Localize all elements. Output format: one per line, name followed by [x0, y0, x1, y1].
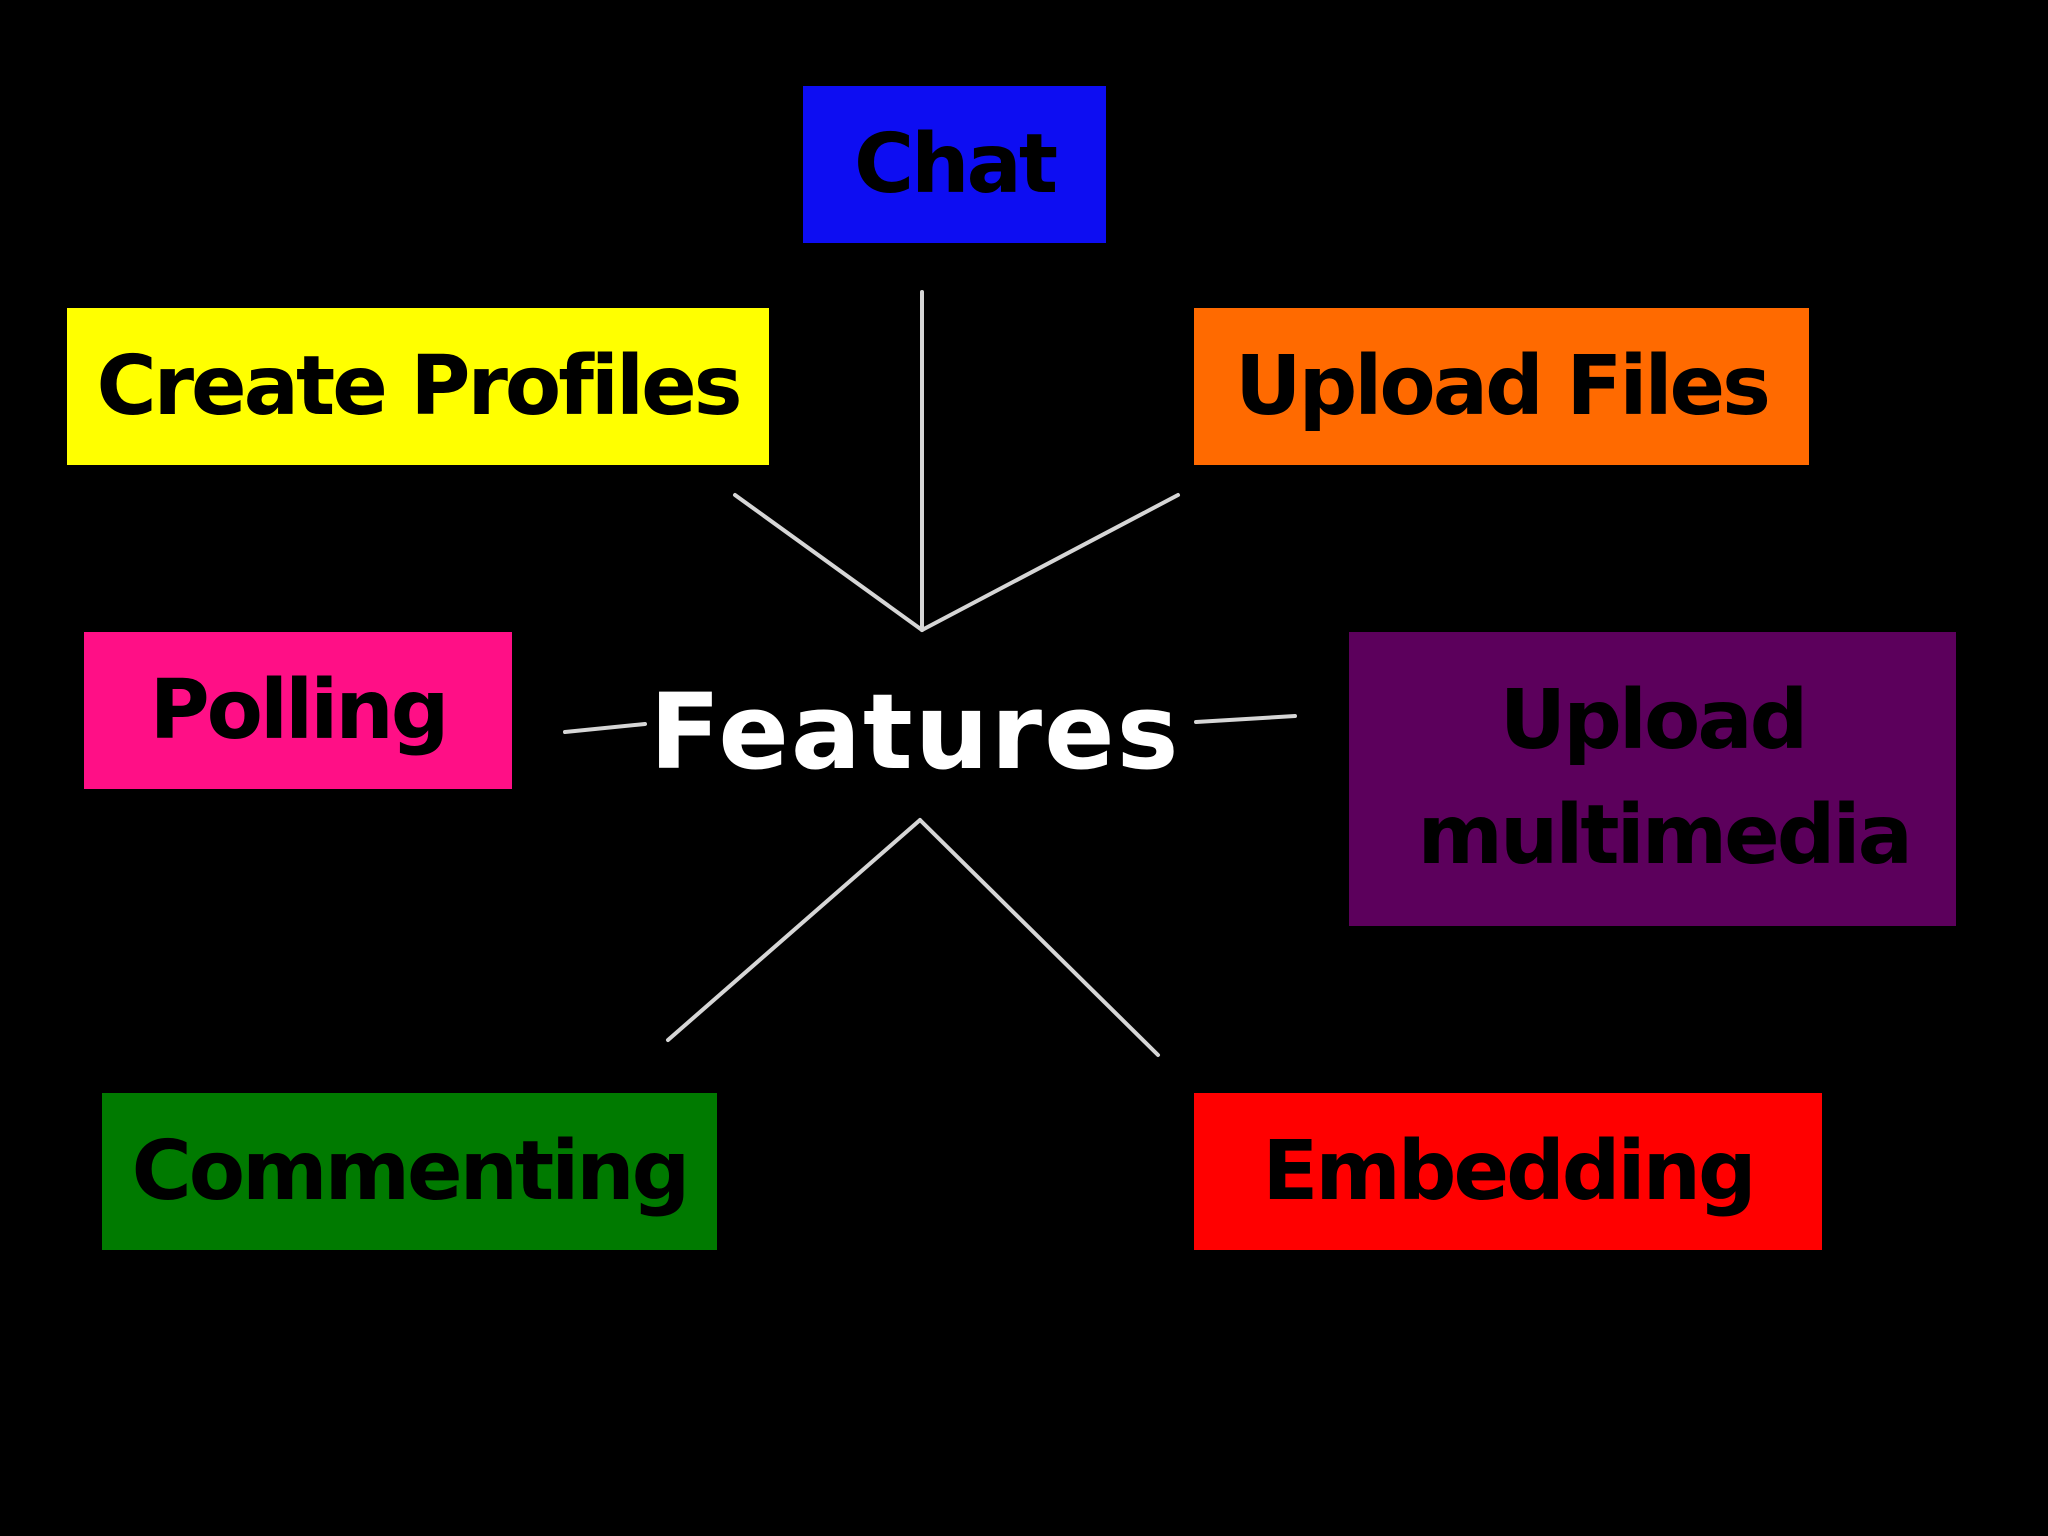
connector-upload-files [920, 493, 1180, 632]
connector-create-profiles [733, 493, 924, 632]
node-label-create-profiles: Create Profiles [96, 338, 742, 434]
center-node-features: Features [649, 671, 1181, 793]
connector-upload-multimedia [1194, 714, 1297, 724]
node-label-chat: Chat [853, 116, 1058, 212]
node-create-profiles: Create Profiles [67, 308, 769, 465]
node-label-polling: Polling [149, 662, 450, 758]
node-label-embedding: Embedding [1262, 1123, 1756, 1219]
node-chat: Chat [803, 86, 1106, 243]
connector-polling [563, 722, 647, 734]
node-embedding: Embedding [1194, 1093, 1822, 1250]
node-upload-multimedia: Upload multimedia [1349, 632, 1956, 926]
connector-commenting [666, 818, 922, 1042]
node-label-commenting: Commenting [131, 1123, 691, 1219]
node-upload-files: Upload Files [1194, 308, 1809, 465]
node-commenting: Commenting [102, 1093, 717, 1250]
connector-embedding [918, 818, 1160, 1057]
node-label-upload-files: Upload Files [1235, 338, 1771, 434]
node-polling: Polling [84, 632, 512, 789]
node-label-upload-multimedia: Upload multimedia [1417, 673, 1913, 883]
